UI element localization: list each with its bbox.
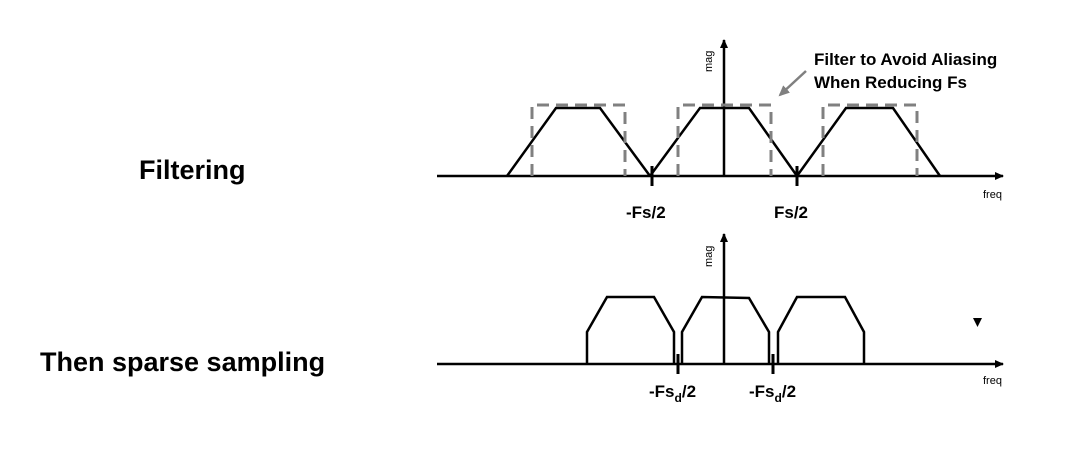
top-filter-left [530, 103, 627, 176]
annotation-line-1: Filter to Avoid Aliasing [814, 50, 997, 69]
bottom-spectrum-left [585, 295, 676, 364]
bottom-tick-left-label: -Fsd/2 [649, 382, 696, 405]
filtering-label: Filtering [139, 155, 246, 185]
top-spectrum-left [505, 106, 652, 177]
down-triangle-icon [973, 318, 982, 327]
top-x-axis-label: freq [983, 189, 1002, 201]
bottom-spectrum-center [680, 295, 771, 364]
top-spectrum-right [795, 106, 942, 177]
annotation-line-2: When Reducing Fs [814, 73, 967, 92]
top-y-axis-label: mag [703, 51, 715, 72]
sparse-sampling-label: Then sparse sampling [40, 347, 326, 377]
annotation-arrow [778, 70, 807, 97]
bottom-y-axis-label: mag [703, 246, 715, 267]
top-filter-center [676, 103, 773, 176]
top-tick-right-label: Fs/2 [774, 203, 808, 222]
top-tick-left-label: -Fs/2 [626, 203, 666, 222]
bottom-spectrum-right [776, 295, 866, 364]
top-spectrum-center [648, 106, 799, 177]
top-plot: mag freq -Fs/2 Fs/2 Filter to Avoid Alia… [437, 39, 1004, 222]
bottom-plot: mag freq -Fsd/2 -Fsd/2 [437, 233, 1004, 405]
top-filter-right [821, 103, 919, 176]
bottom-tick-right-label: -Fsd/2 [749, 382, 796, 405]
bottom-x-axis-label: freq [983, 375, 1002, 387]
